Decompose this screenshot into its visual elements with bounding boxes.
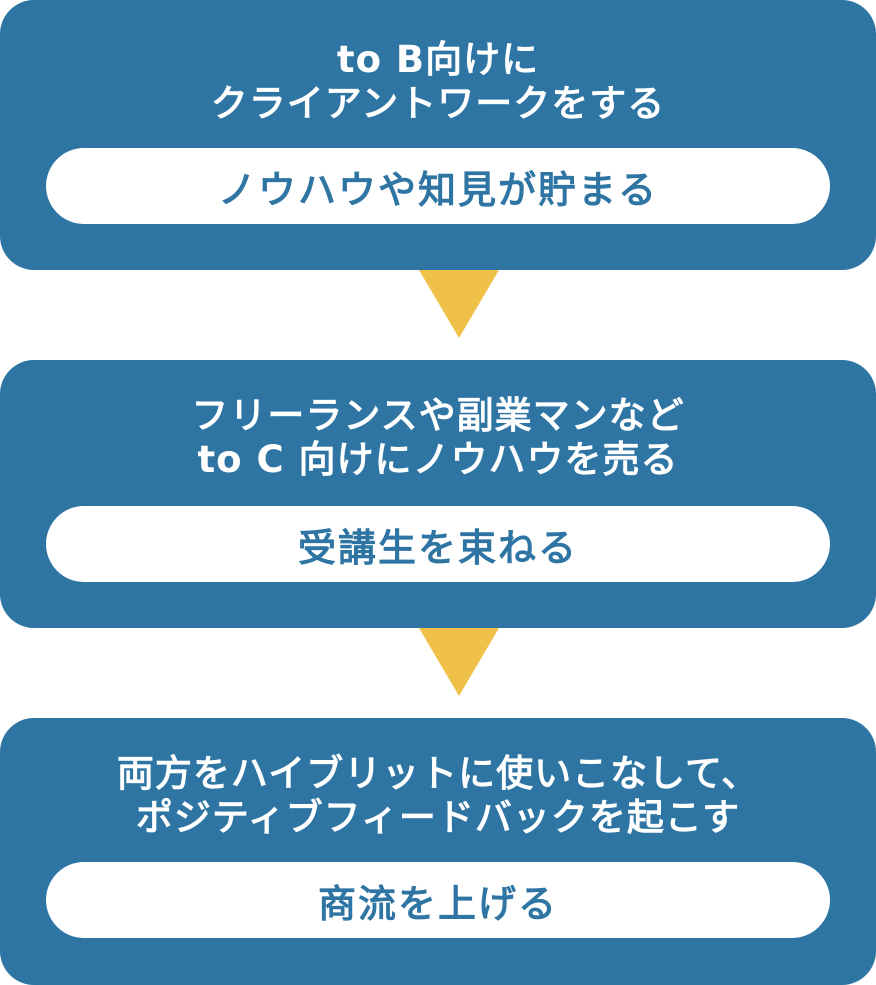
step-2-title-line-2: to C 向けにノウハウを売る: [197, 438, 679, 481]
step-1-title-line-2: クライアントワークをする: [210, 82, 666, 125]
step-2-box: フリーランスや副業マンなど to C 向けにノウハウを売る 受講生を束ねる: [0, 360, 876, 628]
step-3-title: 両方をハイブリットに使いこなして、 ポジティブフィードバックを起こす: [0, 752, 876, 840]
step-2-title-line-1: フリーランスや副業マンなど: [191, 394, 685, 437]
step-2-result: 受講生を束ねる: [297, 525, 578, 570]
step-1-result: ノウハウや知見が貯まる: [217, 167, 658, 212]
arrow-down-icon: [419, 628, 499, 696]
arrow-1-shape: [419, 270, 499, 338]
step-2-title: フリーランスや副業マンなど to C 向けにノウハウを売る: [0, 394, 876, 482]
step-2-result-pill: 受講生を束ねる: [46, 506, 830, 582]
step-3-title-line-2: ポジティブフィードバックを起こす: [135, 796, 741, 839]
step-3-box: 両方をハイブリットに使いこなして、 ポジティブフィードバックを起こす 商流を上げ…: [0, 718, 876, 985]
step-1-box: to B向けに クライアントワークをする ノウハウや知見が貯まる: [0, 0, 876, 270]
arrow-2-shape: [419, 628, 499, 696]
step-3-result: 商流を上げる: [317, 881, 558, 926]
step-1-title-line-1: to B向けに: [336, 38, 540, 81]
step-1-title: to B向けに クライアントワークをする: [0, 38, 876, 126]
arrow-down-icon: [419, 270, 499, 338]
step-3-title-line-1: 両方をハイブリットに使いこなして、: [116, 752, 760, 795]
step-3-result-pill: 商流を上げる: [46, 862, 830, 938]
step-1-result-pill: ノウハウや知見が貯まる: [46, 148, 830, 224]
